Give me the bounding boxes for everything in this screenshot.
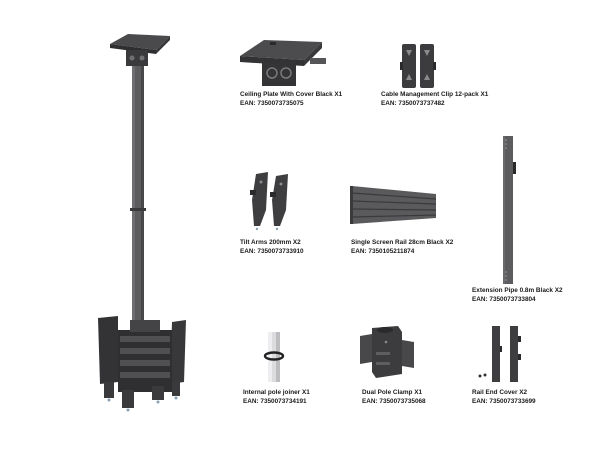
product-name: Rail End Cover X2 <box>472 389 528 396</box>
screen-rail-icon <box>350 186 437 224</box>
ceiling-mount-icon <box>98 34 186 412</box>
product-name: Tilt Arms 200mm X2 <box>240 239 301 246</box>
dual-pole-clamp-icon <box>360 326 414 378</box>
caption-tilt-arms: Tilt Arms 200mm X2 EAN: 7350073733910 <box>240 239 304 256</box>
product-ean: EAN: 7350073733699 <box>472 397 536 405</box>
caption-screen-rail: Single Screen Rail 28cm Black X2 EAN: 73… <box>351 239 453 256</box>
product-ean: EAN: 7350073735068 <box>362 397 426 405</box>
product-rail-end-cover <box>476 322 524 384</box>
product-ean: EAN: 7350073737482 <box>381 99 445 107</box>
product-ean: EAN: 7350105211874 <box>351 247 415 255</box>
caption-extension-pipe: Extension Pipe 0.8m Black X2 EAN: 735007… <box>472 287 563 304</box>
rail-end-cover-icon <box>478 326 521 382</box>
product-name: Internal pole joiner X1 <box>243 389 310 396</box>
cable-clip-icon <box>400 44 436 88</box>
product-dual-pole-clamp <box>358 322 416 382</box>
product-ean: EAN: 7350073733804 <box>472 295 536 303</box>
product-ean: EAN: 7350073735075 <box>240 99 304 107</box>
product-extension-pipe <box>501 136 517 284</box>
product-tilt-arms <box>246 170 294 232</box>
product-screen-rail <box>350 184 440 224</box>
tilt-arms-icon <box>250 172 288 231</box>
product-name: Ceiling Plate With Cover Black X1 <box>240 91 343 98</box>
caption-pole-joiner: Internal pole joiner X1 EAN: 73500737341… <box>243 389 310 406</box>
product-name: Cable Management Clip 12-pack X1 <box>381 91 489 98</box>
product-ceiling-plate <box>236 36 336 88</box>
product-cable-clip <box>398 42 438 90</box>
ceiling-plate-icon <box>240 40 326 86</box>
caption-cable-clip: Cable Management Clip 12-pack X1 EAN: 73… <box>381 91 488 108</box>
product-pole-joiner <box>262 330 286 384</box>
caption-ceiling-plate: Ceiling Plate With Cover Black X1 EAN: 7… <box>240 91 342 108</box>
product-name: Single Screen Rail 28cm Black X2 <box>351 239 454 246</box>
product-name: Extension Pipe 0.8m Black X2 <box>472 287 563 294</box>
product-ean: EAN: 7350073733910 <box>240 247 304 255</box>
caption-rail-end-cover: Rail End Cover X2 EAN: 7350073733699 <box>472 389 536 406</box>
product-name: Dual Pole Clamp X1 <box>362 389 423 396</box>
pole-joiner-icon <box>263 332 285 382</box>
product-ean: EAN: 7350073734191 <box>243 397 307 405</box>
assembled-mount-image <box>90 30 200 420</box>
extension-pipe-icon <box>503 136 516 284</box>
caption-dual-pole-clamp: Dual Pole Clamp X1 EAN: 7350073735068 <box>362 389 426 406</box>
